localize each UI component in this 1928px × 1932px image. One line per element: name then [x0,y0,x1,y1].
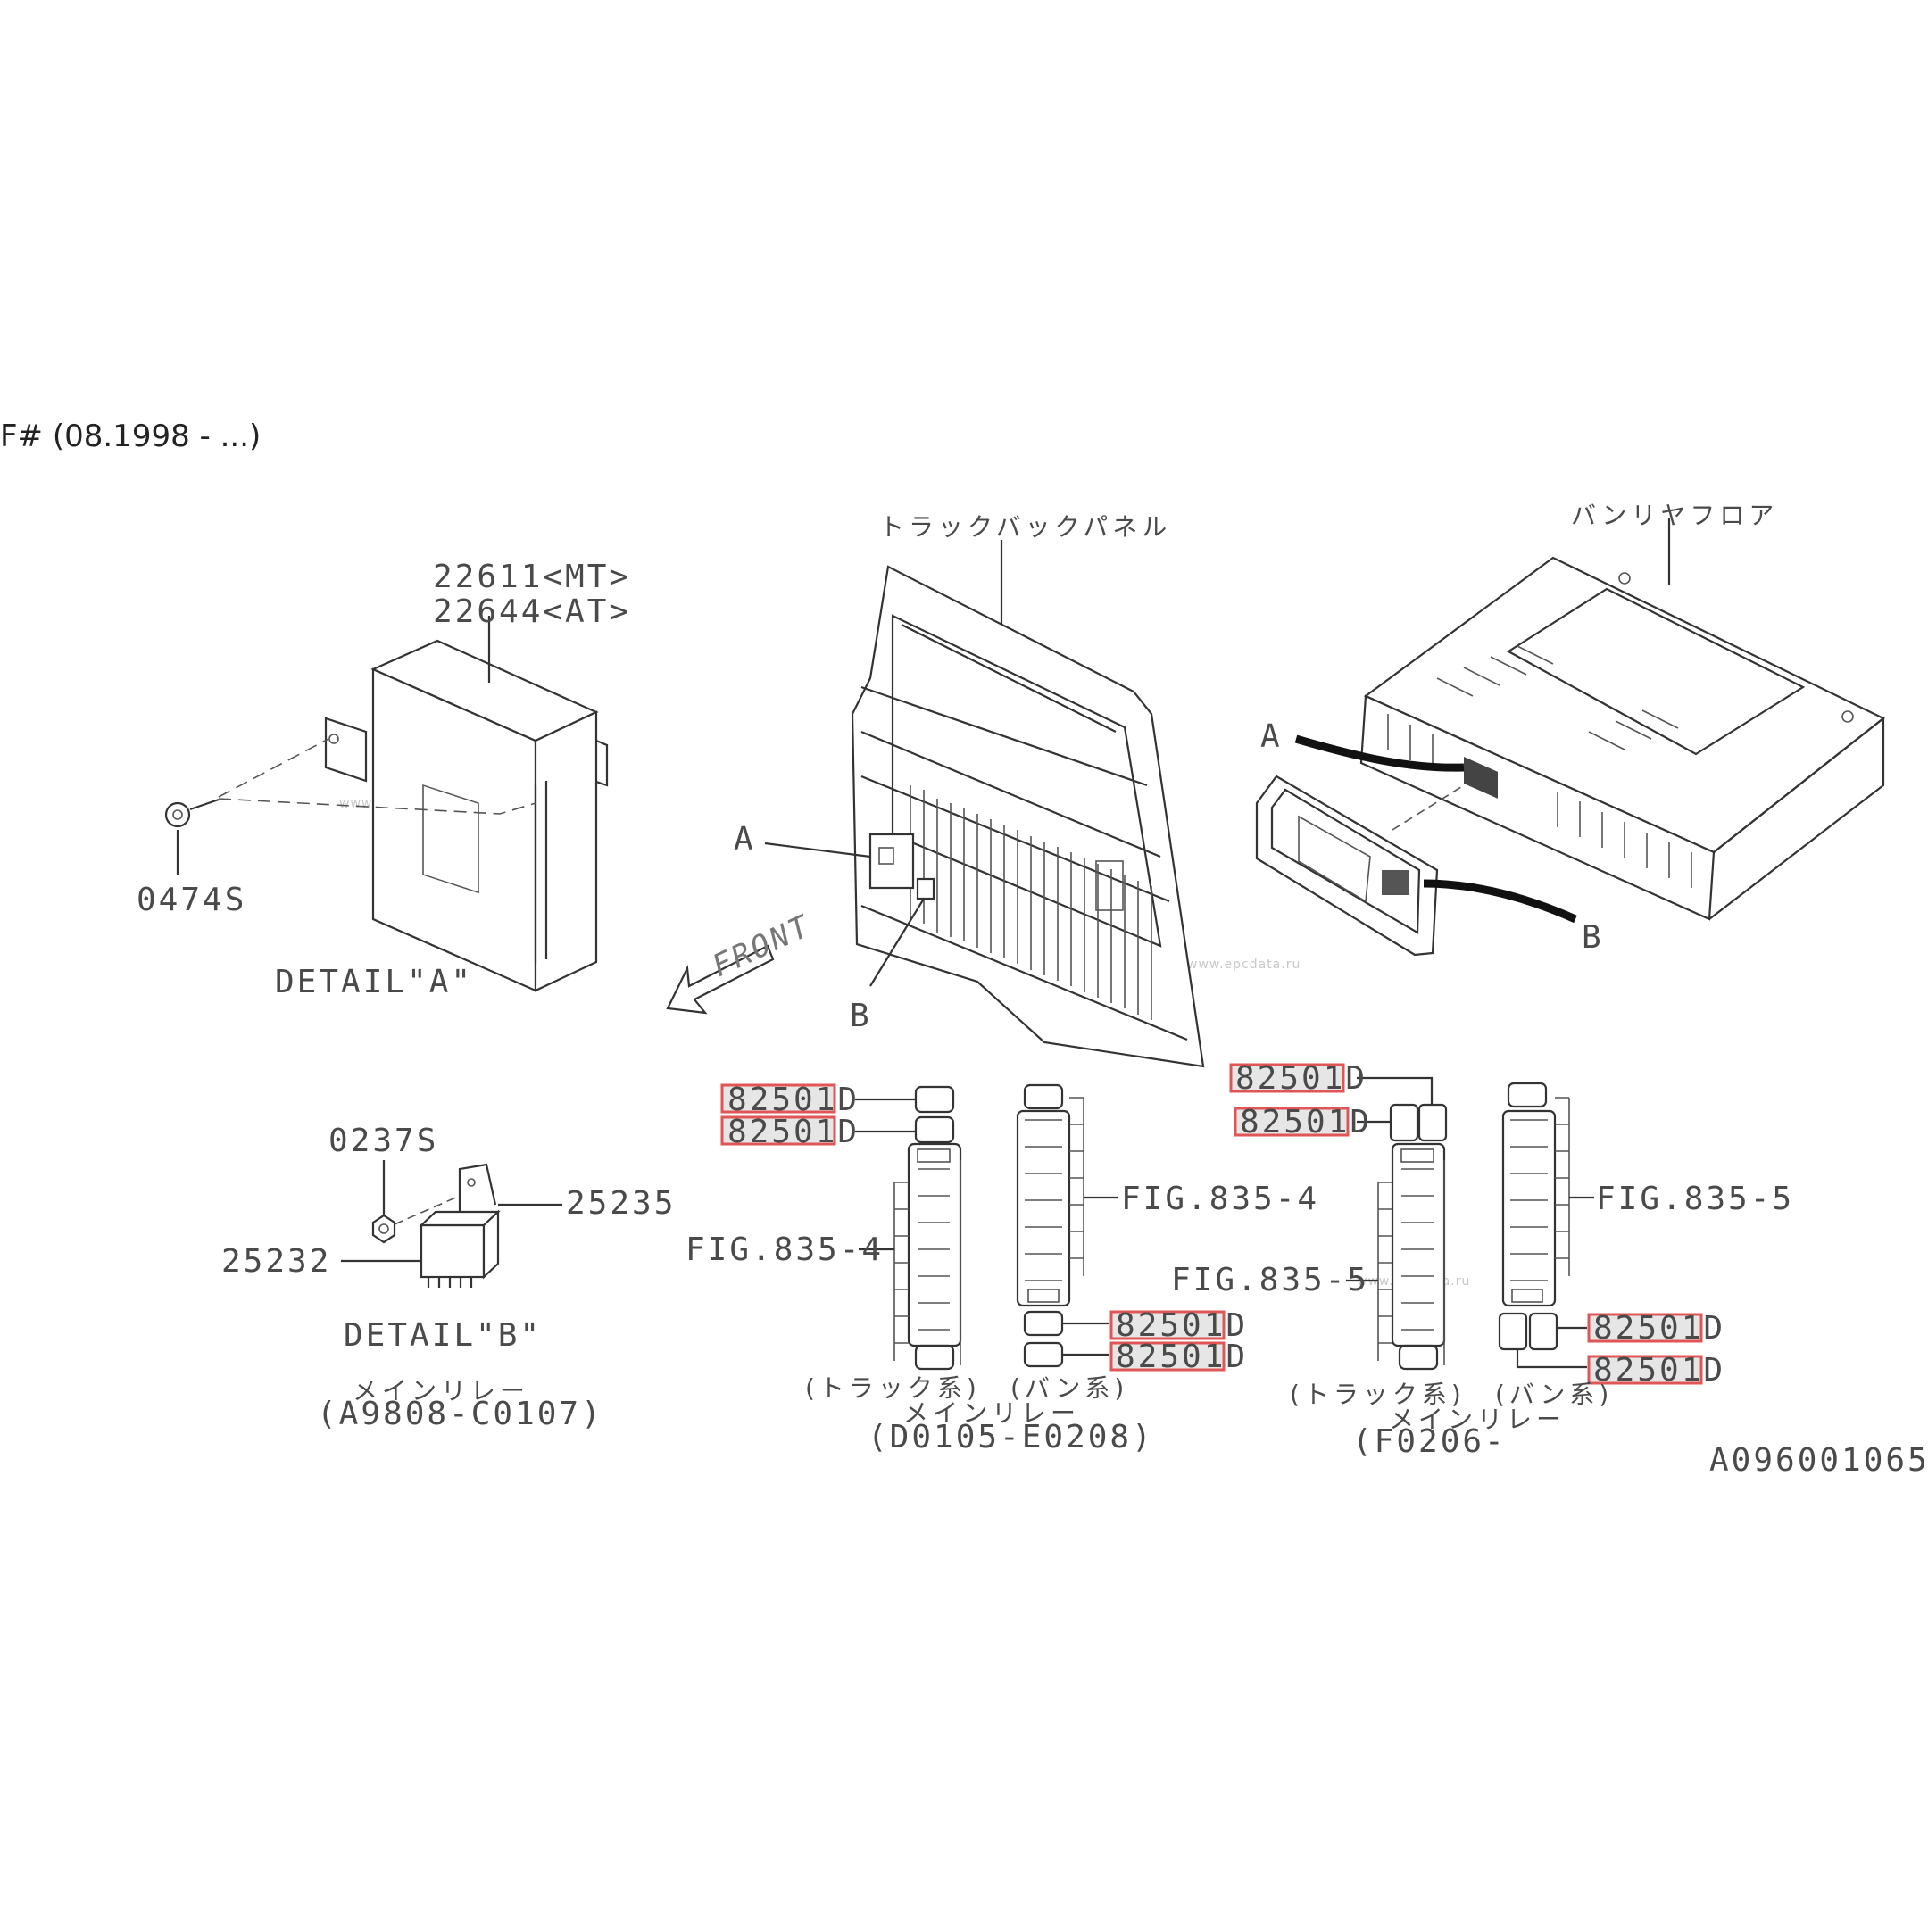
mount-line [394,1195,461,1225]
part-link-82501D[interactable]: 82501D [1109,1339,1248,1375]
ecu-illustration [324,639,609,992]
label-screw: 0474S [137,882,246,918]
label-detail-b: DETAIL"B" [344,1317,542,1354]
part-number-text: 82501D [1235,1060,1367,1097]
mount-line [218,798,536,815]
label-van-type: (バン系) [1010,1373,1128,1403]
part-number-text: 82501D [1593,1352,1725,1389]
watermark: www.epcdata.ru [1187,958,1301,972]
part-link-82501D[interactable]: 82501D [720,1082,860,1118]
relay-block-truck-1 [893,1085,962,1371]
part-number-text: 82501D [727,1114,860,1150]
label-relay: 25232 [221,1243,331,1280]
truck-back-panel-illustration [851,565,1205,1068]
label-front: FRONT [707,908,817,984]
label-truck-back-panel: トラックバックパネル [879,512,1171,542]
van-rear-floor-illustration [1359,556,1886,921]
mount-line [218,738,329,798]
diagram-id: A096001065 [1709,1442,1928,1479]
part-link-82501D[interactable]: 82501D [720,1114,860,1150]
relay-block-van-2 [1498,1082,1570,1351]
label-range-2: (F0206- [1352,1423,1507,1460]
fig-ref-835-5-truck[interactable]: FIG.835-5 [1171,1262,1369,1298]
leader-line [869,898,925,987]
part-number-text: 82501D [1593,1310,1725,1347]
leader-line [1516,1326,1587,1369]
marker-a-floor: A [1260,718,1283,755]
fig-ref-835-4-truck[interactable]: FIG.835-4 [686,1231,884,1268]
leader-line [1357,1076,1434,1124]
fig-ref-835-4-van[interactable]: FIG.835-4 [1121,1181,1319,1217]
leader-line [764,842,871,858]
van-detail-plate-illustration [1255,775,1439,957]
label-truck-type: (トラック系) [805,1373,981,1403]
part-link-82501D[interactable]: 82501D [1229,1060,1367,1097]
relay-block-truck-2 [1377,1103,1448,1371]
marker-a-panel: A [734,821,756,858]
part-number-text: 82501D [1240,1104,1372,1140]
leader-line [855,1098,916,1133]
label-ecu-at: 22644<AT> [433,593,631,630]
front-arrow-icon: FRONT [666,908,817,1015]
page-title: F# (08.1998 - ...) [0,419,261,454]
marker-b-panel: B [850,998,872,1034]
label-nut: 0237S [328,1123,438,1159]
label-van-rear-floor: バンリヤフロア [1571,501,1778,530]
part-link-82501D[interactable]: 82501D [1234,1104,1372,1140]
part-link-82501D[interactable]: 82501D [1587,1310,1725,1347]
connector-line-b [1423,879,1577,924]
label-ecu-mt: 22611<MT> [433,559,631,595]
part-link-82501D[interactable]: 82501D [1109,1307,1248,1344]
label-main-relay-1: メインリレー [903,1398,1080,1428]
relay-block-van-1 [1016,1083,1084,1368]
part-link-82501D[interactable]: 82501D [1587,1352,1725,1389]
label-bracket: 25235 [566,1185,676,1222]
relay-illustration [419,1163,501,1288]
label-main-relay-b: メインリレー [353,1376,529,1405]
label-range-1: (D0105-E0208) [868,1419,1154,1455]
label-main-relay-2: メインリレー [1389,1405,1566,1434]
screw-icon [164,798,220,875]
part-number-text: 82501D [727,1082,860,1118]
label-truck-type-2: (トラック系) [1290,1380,1466,1409]
fig-ref-835-5-van[interactable]: FIG.835-5 [1596,1181,1794,1217]
label-detail-a: DETAIL"A" [275,964,473,1000]
label-van-type-2: (バン系) [1495,1380,1613,1409]
marker-b-floor: B [1582,919,1604,956]
label-range-b: (A9808-C0107) [317,1396,603,1432]
part-number-text: 82501D [1116,1307,1248,1344]
leader-line [1062,1322,1109,1356]
part-number-text: 82501D [1116,1339,1248,1375]
nut-icon [371,1214,396,1244]
connector-line-a [1294,734,1465,772]
